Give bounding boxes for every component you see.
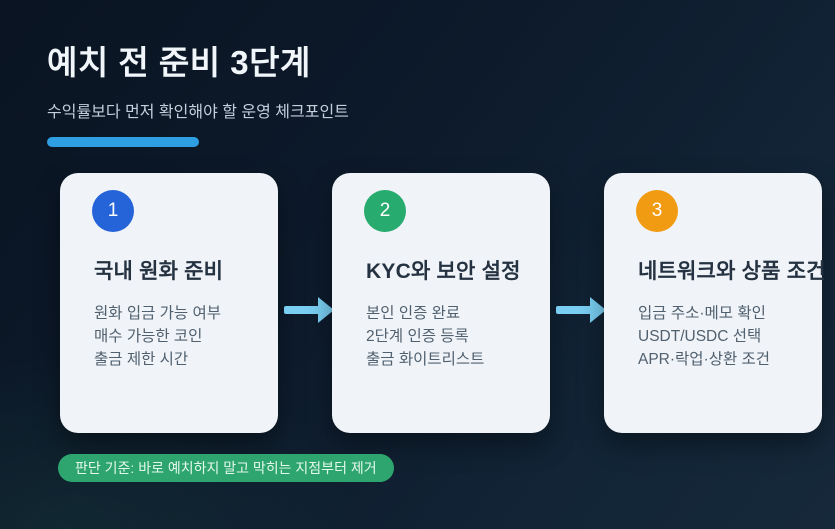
arrow-head — [590, 297, 606, 323]
checklist-item: 본인 인증 완료 — [366, 305, 461, 322]
arrow-head — [318, 297, 334, 323]
checklist-item: 원화 입금 가능 여부 — [94, 305, 221, 322]
checklist-item: USDT/USDC 선택 — [638, 328, 762, 345]
checklist-item: 입금 주소·메모 확인 — [638, 305, 766, 322]
step-number-badge: 1 — [92, 190, 134, 232]
judgment-criteria-note: 판단 기준: 바로 예치하지 말고 막히는 지점부터 제거 — [58, 454, 394, 482]
step-checklist: 입금 주소·메모 확인 USDT/USDC 선택 APR·락업·상환 조건 — [638, 302, 802, 371]
step-title: KYC와 보안 설정 — [366, 260, 521, 283]
page-title: 예치 전 준비 3단계 — [47, 44, 311, 81]
checklist-item: 매수 가능한 코인 — [94, 328, 203, 345]
step-checklist: 본인 인증 완료 2단계 인증 등록 출금 화이트리스트 — [366, 302, 530, 371]
page-subtitle: 수익률보다 먼저 확인해야 할 운영 체크포인트 — [47, 104, 349, 121]
step-number-badge: 2 — [364, 190, 406, 232]
arrow-right-icon — [556, 297, 606, 323]
checklist-item: 출금 화이트리스트 — [366, 351, 485, 368]
step-title: 국내 원화 준비 — [94, 260, 224, 283]
step-card-network-product: 3 네트워크와 상품 조건 입금 주소·메모 확인 USDT/USDC 선택 A… — [604, 173, 826, 433]
arrow-shaft — [284, 306, 320, 314]
step-card-kyc-security: 2 KYC와 보안 설정 본인 인증 완료 2단계 인증 등록 출금 화이트리스… — [332, 173, 550, 433]
checklist-item: 출금 제한 시간 — [94, 351, 189, 368]
accent-underline-bar — [47, 137, 199, 147]
arrow-right-icon — [284, 297, 334, 323]
checklist-item: APR·락업·상환 조건 — [638, 351, 771, 368]
step-card-krw-preparation: 1 국내 원화 준비 원화 입금 가능 여부 매수 가능한 코인 출금 제한 시… — [60, 173, 278, 433]
step-checklist: 원화 입금 가능 여부 매수 가능한 코인 출금 제한 시간 — [94, 302, 258, 371]
arrow-shaft — [556, 306, 592, 314]
checklist-item: 2단계 인증 등록 — [366, 328, 469, 345]
step-number-badge: 3 — [636, 190, 678, 232]
step-title: 네트워크와 상품 조건 — [638, 260, 826, 283]
header: 예치 전 준비 3단계 수익률보다 먼저 확인해야 할 운영 체크포인트 — [47, 36, 349, 147]
